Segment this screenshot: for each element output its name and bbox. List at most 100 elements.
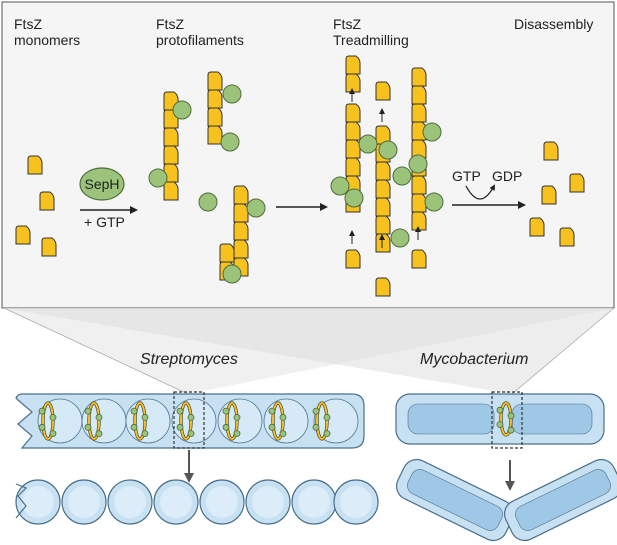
- z-ring: [226, 402, 238, 440]
- ftsz-subunit: [39, 191, 55, 211]
- seph-protein-icon: [222, 407, 230, 415]
- ftsz-subunit: [163, 181, 179, 201]
- ftsz-subunit: [375, 81, 391, 101]
- spore-inner: [22, 486, 54, 518]
- seph-protein-icon: [130, 423, 138, 431]
- zoom-wedge-mycobacterium: [4, 308, 614, 394]
- ftsz-subunit: [207, 71, 223, 91]
- ftsz-subunit: [541, 185, 557, 205]
- prespore-compartment: [125, 398, 171, 444]
- ftsz-subunit: [411, 85, 427, 105]
- ftsz-subunit: [345, 103, 361, 123]
- top-panel: [1, 1, 615, 309]
- ftsz-subunit: [411, 211, 427, 231]
- seph-protein-icon: [38, 423, 46, 431]
- seph-protein-icon: [187, 430, 195, 438]
- seph-protein-icon: [49, 413, 57, 421]
- ftsz-subunit: [163, 127, 179, 147]
- spore-inner: [252, 486, 284, 518]
- ftsz-subunit: [411, 67, 427, 87]
- prespore-compartment: [217, 398, 263, 444]
- spore-inner: [206, 486, 238, 518]
- seph-protein-icon: [424, 192, 444, 212]
- seph-protein-icon: [49, 430, 57, 438]
- seph-protein-icon: [268, 407, 276, 415]
- spore-inner: [114, 486, 146, 518]
- seph-protein-icon: [507, 412, 515, 420]
- z-ring: [272, 402, 284, 440]
- ftsz-subunit: [375, 125, 391, 145]
- ftsz-subunit: [345, 249, 361, 269]
- z-ring: [180, 402, 192, 440]
- label-gtp: GTP: [452, 168, 481, 184]
- treadmilling-arrows: [349, 88, 421, 248]
- seph-protein-icon: [330, 176, 350, 196]
- daughter-cell-cytoplasm: [515, 469, 611, 531]
- seph-protein-icon: [408, 154, 428, 174]
- process-arrows: [80, 184, 526, 214]
- label-seph: SepH: [84, 176, 120, 192]
- ftsz-subunit: [15, 225, 31, 245]
- z-ring: [134, 402, 146, 440]
- z-rings: [38, 401, 515, 441]
- z-ring: [42, 402, 54, 440]
- seph-protein-icon: [390, 228, 410, 248]
- seph-protein-icon: [246, 198, 266, 218]
- zoom-boxes: [173, 391, 523, 491]
- z-ring: [88, 402, 100, 440]
- zoom-line: [3, 307, 189, 395]
- seph-proteins: [148, 84, 444, 284]
- ftsz-subunit: [559, 227, 575, 247]
- seph-protein-icon: [38, 407, 46, 415]
- seph-protein-icon: [172, 100, 192, 120]
- prespore-compartment: [263, 398, 309, 444]
- seph-protein-icon: [279, 430, 287, 438]
- seph-protein-icon: [507, 426, 515, 434]
- seph-protein-icon: [378, 140, 398, 160]
- zoom-line: [511, 307, 615, 395]
- label-gdp: GDP: [492, 168, 523, 184]
- ftsz-subunit: [345, 55, 361, 75]
- seph-protein-icon: [312, 423, 320, 431]
- ftsz-subunit: [345, 157, 361, 177]
- ftsz-subunit: [345, 139, 361, 159]
- spore-inner: [298, 486, 330, 518]
- arrow-gtp-hydrolysis: [465, 184, 495, 200]
- spore-inner: [340, 486, 372, 518]
- ftsz-subunit: [411, 193, 427, 213]
- ftsz-subunit: [375, 233, 391, 253]
- seph-protein-icon: [148, 168, 168, 188]
- seph-protein-icon: [233, 413, 241, 421]
- seph-protein-icon: [84, 407, 92, 415]
- ftsz-subunit: [543, 141, 559, 161]
- seph-protein-icon: [84, 423, 92, 431]
- spore-inner: [68, 486, 100, 518]
- seph-protein-icon: [95, 430, 103, 438]
- label-mycobacterium: Mycobacterium: [420, 351, 529, 368]
- label-plus-gtp: + GTP: [84, 214, 125, 230]
- seph-protein-icon: [496, 421, 504, 429]
- seph-protein-icon: [222, 423, 230, 431]
- seph-protein-icon: [323, 413, 331, 421]
- ftsz-subunit: [411, 103, 427, 123]
- ftsz-subunit: [345, 121, 361, 141]
- seph-protein-icon: [222, 84, 242, 104]
- seph-protein-icon: [268, 423, 276, 431]
- seph-protein-icon: [176, 423, 184, 431]
- ftsz-subunit: [233, 185, 249, 205]
- ftsz-subunit: [207, 89, 223, 109]
- ftsz-subunit: [163, 163, 179, 183]
- ftsz-subunit: [219, 243, 235, 263]
- seph-protein-icon: [323, 430, 331, 438]
- seph-protein-icon: [141, 413, 149, 421]
- ftsz-subunit: [411, 249, 427, 269]
- zoom-box-mycobacterium: [491, 391, 523, 449]
- ftsz-subunit: [569, 173, 585, 193]
- ftsz-subunit: [375, 277, 391, 297]
- seph-protein-icon: [176, 407, 184, 415]
- seph-protein-icon: [344, 188, 364, 208]
- ftsz-subunit: [375, 215, 391, 235]
